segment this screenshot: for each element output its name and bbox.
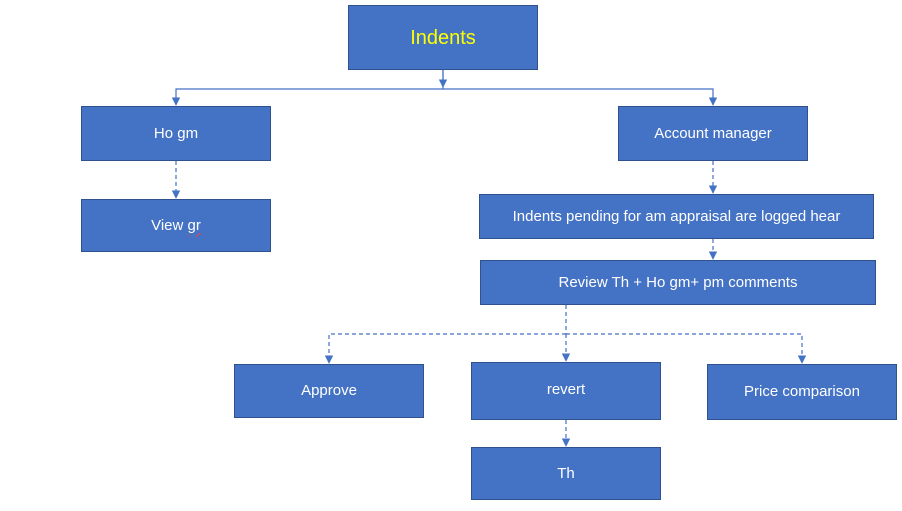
node-view-gr: View gr <box>81 199 271 252</box>
node-view-suffix: gr <box>187 216 201 234</box>
node-th: Th <box>471 447 661 500</box>
node-ho-gm: Ho gm <box>81 106 271 161</box>
node-th-label: Th <box>557 464 575 482</box>
node-revert: revert <box>471 362 661 420</box>
node-review-comments-label: Review Th + Ho gm+ pm comments <box>558 273 798 291</box>
node-view-gr-label: View gr <box>151 217 201 235</box>
node-review-comments: Review Th + Ho gm+ pm comments <box>480 260 876 305</box>
node-view-word: View <box>151 216 184 234</box>
node-revert-label: revert <box>546 381 586 398</box>
node-account-manager: Account manager <box>618 106 808 161</box>
node-approve-label: Approve <box>301 382 357 399</box>
node-pending-appraisal: Indents pending for am appraisal are log… <box>479 194 874 239</box>
node-indents-label: Indents <box>410 26 476 49</box>
edge-review-price-comparison <box>566 333 807 364</box>
edge-indents-ho-gm <box>171 70 444 106</box>
node-price-comparison-label: Price comparison <box>744 383 860 400</box>
edge-review-approve <box>324 333 566 364</box>
node-approve: Approve <box>234 364 424 418</box>
node-ho-gm-label: Ho gm <box>153 124 199 142</box>
node-pending-appraisal-label: Indents pending for am appraisal are log… <box>512 207 841 225</box>
node-indents: Indents <box>348 5 538 70</box>
node-account-manager-label: Account manager <box>654 124 772 142</box>
edge-indents-account-manager <box>443 88 718 106</box>
node-price-comparison: Price comparison <box>707 364 897 420</box>
